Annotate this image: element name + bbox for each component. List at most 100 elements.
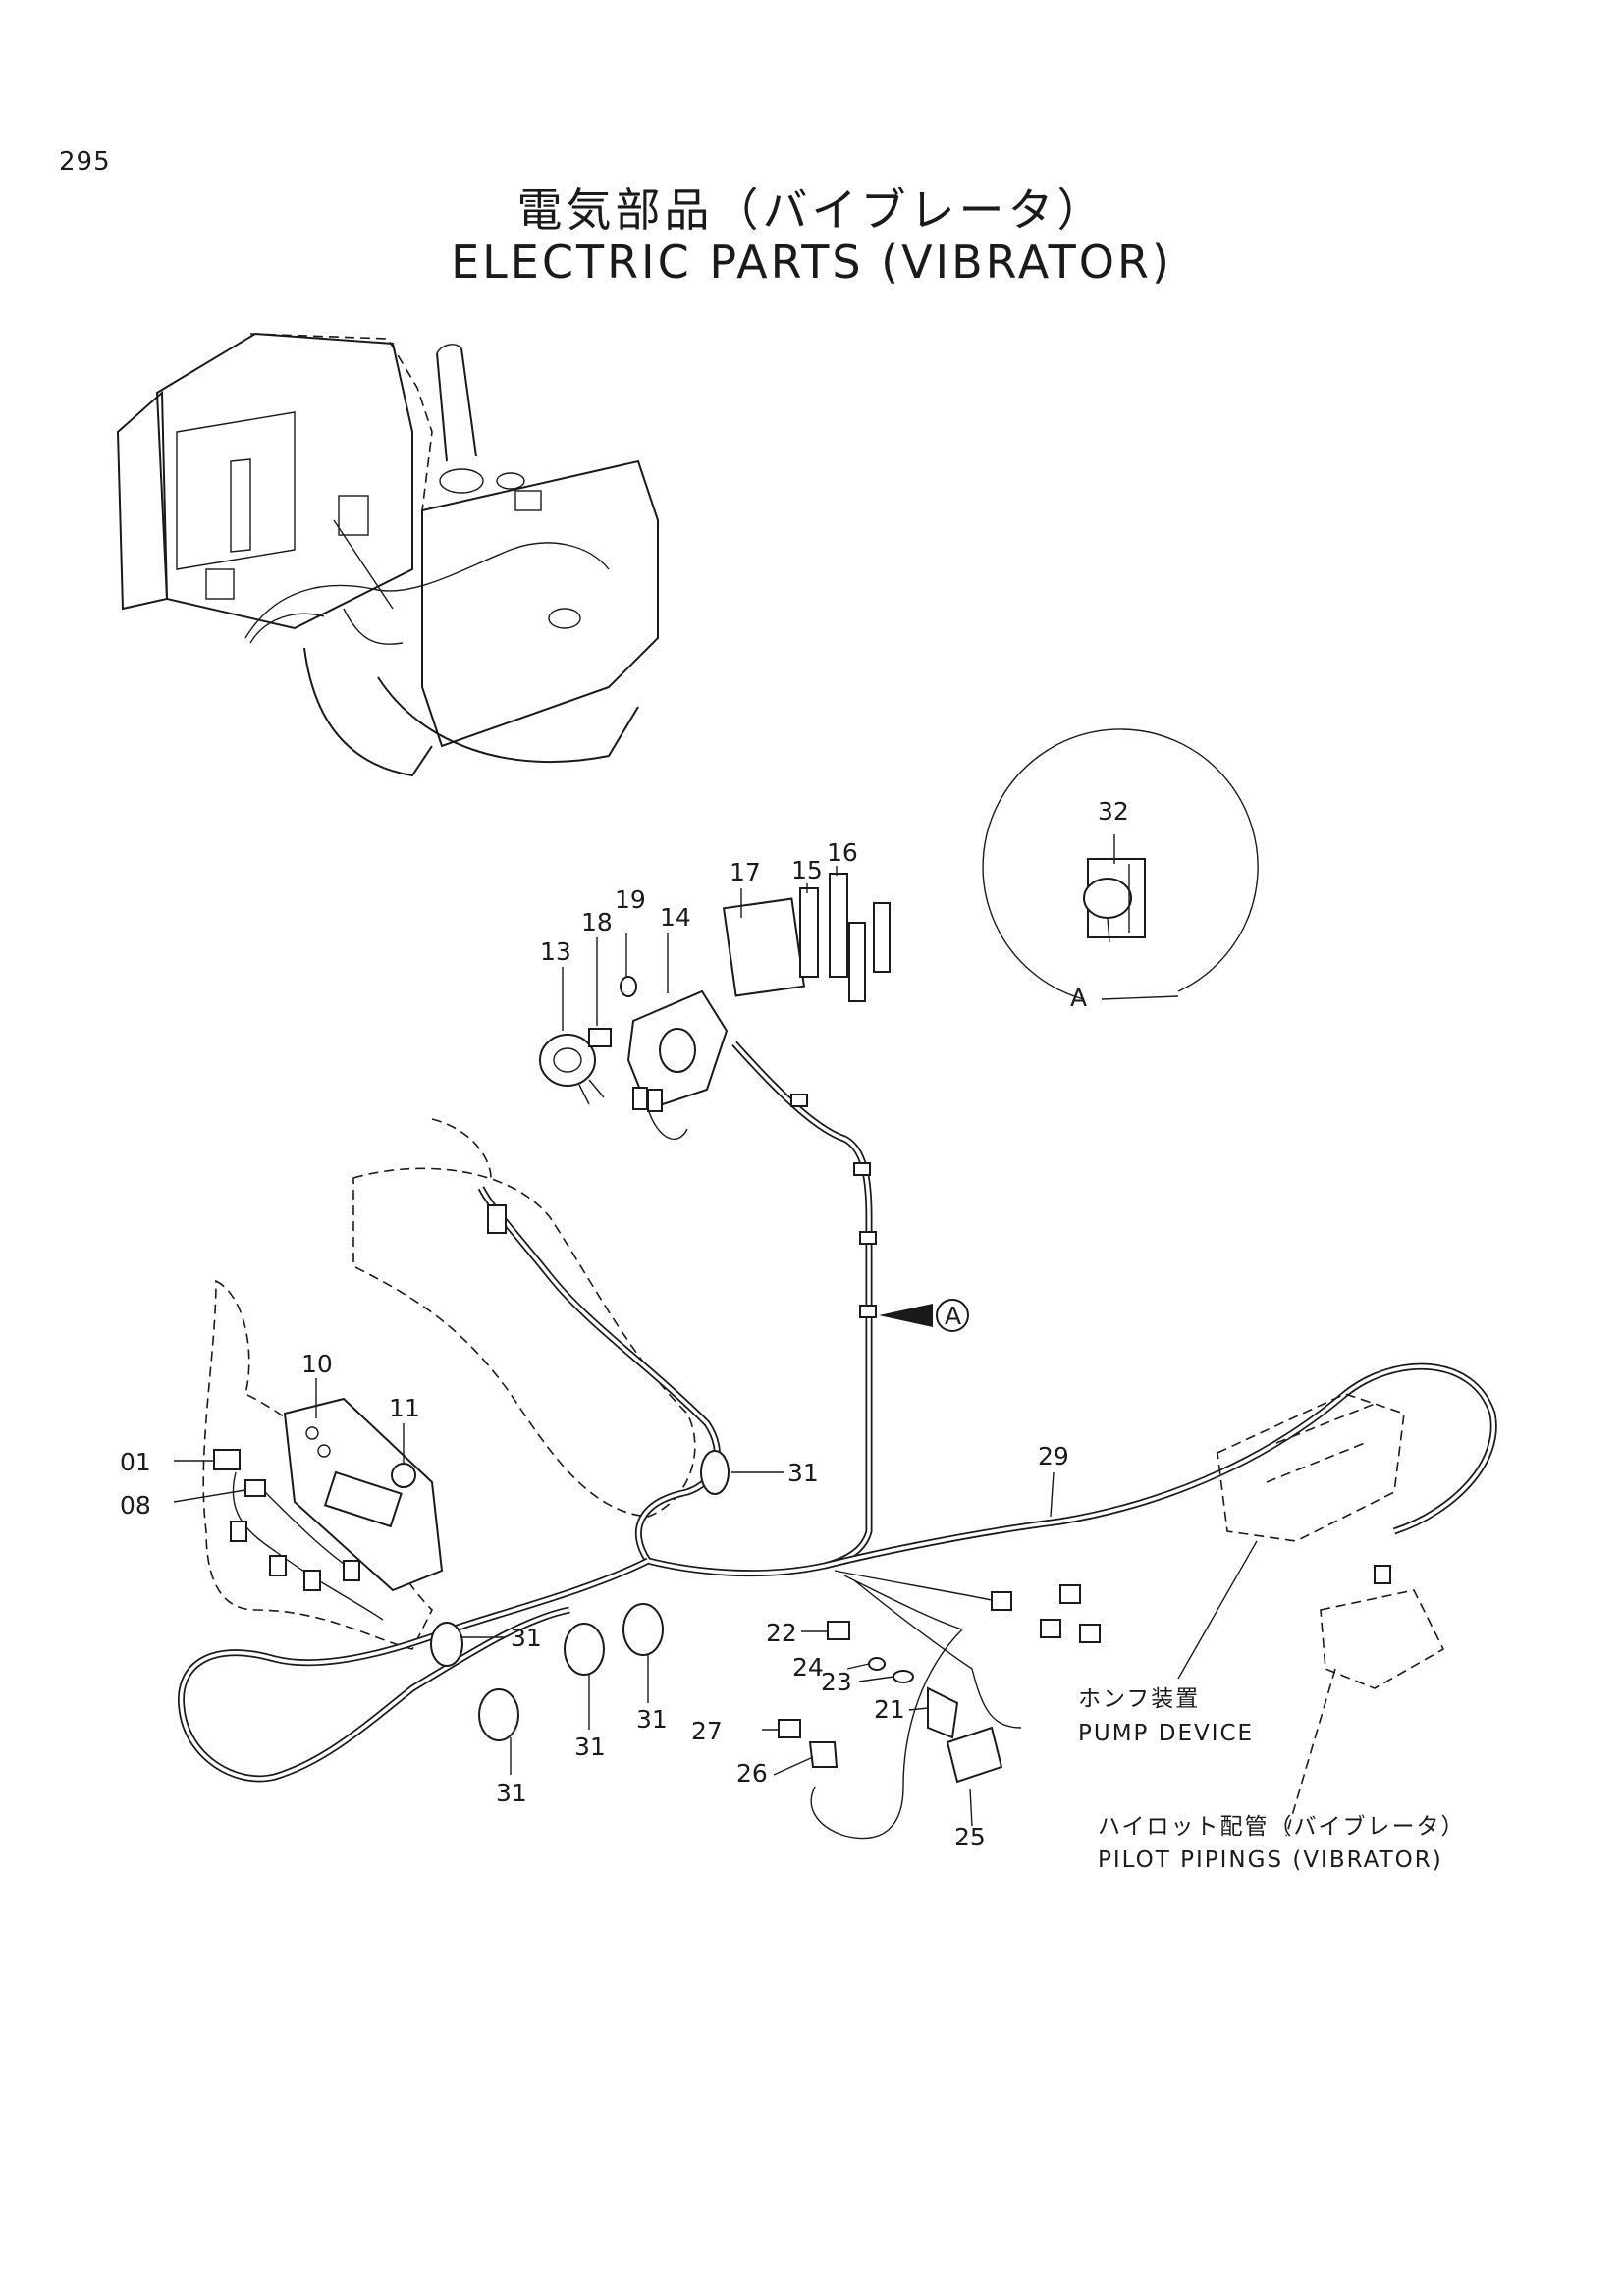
- callout-13: 13: [540, 937, 571, 966]
- leader-08: [173, 1489, 246, 1503]
- callout-11: 11: [389, 1394, 420, 1422]
- note-pump-en: PUMP DEVICE: [1078, 1721, 1254, 1746]
- harness-route-overview: [244, 542, 610, 639]
- overview-relay: [338, 495, 369, 536]
- hydraulic-cap: [548, 608, 581, 629]
- detail-label-a: A: [1070, 984, 1087, 1012]
- harness-branch-connectors: [834, 1570, 993, 1670]
- mounting-hardware-group: [762, 1621, 1003, 1827]
- callout-01: 01: [120, 1448, 151, 1476]
- harness-29-to-pump: [824, 1362, 1497, 1570]
- tank-cap: [496, 472, 525, 490]
- console-group: [173, 1378, 444, 1621]
- plate-17: [722, 897, 806, 997]
- callout-08: 08: [120, 1491, 151, 1520]
- vibrator-unit-group: [539, 866, 891, 1111]
- clip-26: [808, 1741, 839, 1768]
- callout-21: 21: [874, 1695, 905, 1724]
- view-a-circle: [936, 1299, 969, 1332]
- cab-door-handle: [230, 458, 251, 553]
- callout-27: 27: [691, 1717, 723, 1745]
- lower-frame: [303, 647, 433, 777]
- seat-base-outline: [352, 1167, 696, 1518]
- upper-structure: [421, 459, 659, 748]
- leader-26: [773, 1756, 814, 1776]
- note-pump-jp: ホンフ装置: [1078, 1686, 1200, 1712]
- detail-view-a: [982, 728, 1259, 1000]
- callout-14: 14: [660, 903, 691, 932]
- strip-16c: [873, 902, 891, 973]
- cab-roof-outline: [249, 333, 433, 511]
- page-number: 295: [59, 147, 111, 177]
- cab-body: [155, 332, 413, 630]
- callout-19: 19: [615, 885, 646, 914]
- strip-16: [829, 873, 848, 978]
- pump-device-illustration: [1177, 1393, 1445, 1837]
- bolt-22: [827, 1621, 850, 1640]
- callout-10: 10: [301, 1350, 333, 1378]
- cab-side-panel: [116, 390, 169, 611]
- harness-leaders: [461, 1471, 1055, 1775]
- fuel-cap: [439, 468, 484, 494]
- strip-15: [799, 887, 819, 978]
- callout-31-b: 31: [511, 1624, 542, 1652]
- page-title-japanese: 電気部品（バイブレータ）: [516, 184, 1107, 237]
- bolt-27: [778, 1719, 801, 1738]
- harness-ground-lead: [810, 1629, 963, 1840]
- switch-08: [244, 1479, 266, 1497]
- washer-19: [620, 976, 637, 997]
- leader-24: [846, 1663, 870, 1670]
- leader-29: [1050, 1471, 1055, 1518]
- leader-25: [969, 1788, 973, 1827]
- clamp-31-c: [478, 1688, 519, 1741]
- callout-18: 18: [581, 908, 613, 936]
- clip-ring: [1083, 878, 1132, 919]
- counterweight: [377, 676, 639, 763]
- cab-window: [176, 411, 296, 570]
- callout-24: 24: [792, 1653, 824, 1682]
- switch-01: [213, 1449, 241, 1470]
- callout-31-e: 31: [636, 1705, 668, 1734]
- washer-23: [893, 1670, 914, 1683]
- bracket-25: [946, 1726, 1003, 1784]
- vibrator-motor-13: [539, 1034, 596, 1087]
- pump-leader: [1177, 1540, 1258, 1680]
- bracket-21: [927, 1686, 959, 1739]
- bolt-18: [588, 1028, 612, 1047]
- clamp-31-b: [430, 1622, 463, 1667]
- pilot-leader: [1285, 1668, 1336, 1837]
- callout-29: 29: [1038, 1442, 1069, 1470]
- callout-17: 17: [730, 858, 761, 886]
- callout-15: 15: [791, 856, 823, 884]
- seat-connector: [487, 1204, 507, 1234]
- reference-notes: ホンフ装置 PUMP DEVICE ハイロット配管（バイブレータ） PILOT …: [1078, 1686, 1466, 1873]
- callout-32: 32: [1098, 797, 1129, 826]
- pilot-valve-block: [1320, 1589, 1445, 1689]
- note-pilot-jp: ハイロット配管（バイブレータ）: [1098, 1814, 1466, 1840]
- clamp-31-a: [700, 1450, 730, 1495]
- callout-16: 16: [827, 838, 858, 867]
- callout-22: 22: [766, 1619, 797, 1647]
- leader-23: [858, 1676, 894, 1682]
- callout-31-c: 31: [496, 1779, 527, 1807]
- callout-labels: 01 08 10 11 13 14 15 16 17 18 19 21 22 2…: [120, 797, 1129, 1851]
- note-pilot-en: PILOT PIPINGS (VIBRATOR): [1098, 1847, 1443, 1873]
- callout-31-d: 31: [574, 1733, 606, 1761]
- view-label-a: A: [945, 1302, 961, 1330]
- clamp-31-d: [564, 1623, 605, 1676]
- filter-box: [514, 490, 542, 511]
- clamp-31-e: [622, 1603, 664, 1656]
- excavator-overview-illustration: [116, 332, 659, 777]
- cab-floor-outline: [202, 1118, 696, 1650]
- view-arrow-a: [879, 1304, 933, 1327]
- callout-25: 25: [954, 1823, 986, 1851]
- main-wire-harness: [177, 1041, 1497, 1840]
- callout-31-a: 31: [787, 1459, 819, 1487]
- washer-24: [868, 1657, 886, 1671]
- knob-11: [391, 1463, 416, 1488]
- callout-26: 26: [736, 1759, 768, 1788]
- console-display: [323, 1470, 403, 1528]
- detail-circle: [982, 728, 1259, 1000]
- overview-switch-box: [205, 568, 235, 600]
- page-title-english: ELECTRIC PARTS (VIBRATOR): [451, 236, 1172, 289]
